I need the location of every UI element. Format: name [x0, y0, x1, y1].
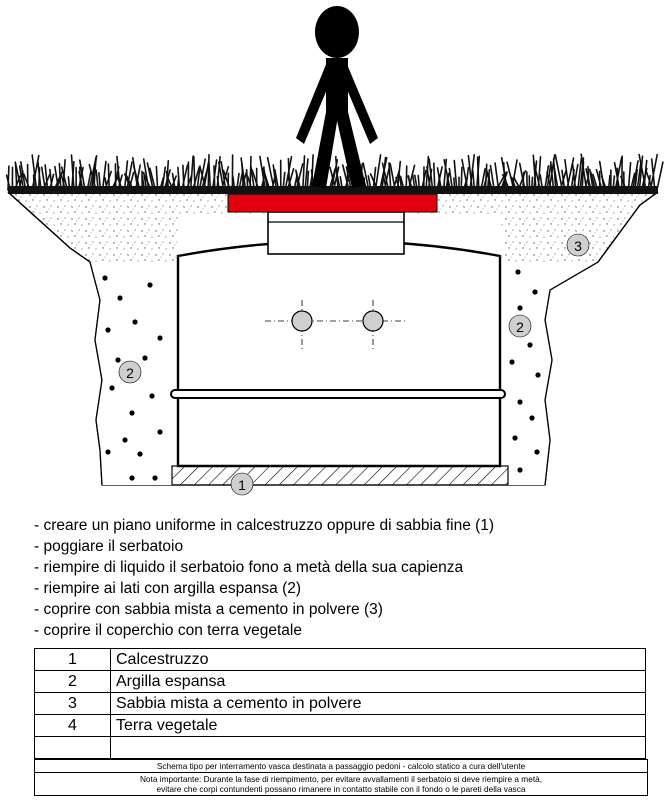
legend-label: Terra vegetale [110, 714, 646, 737]
callout-1: 1 [230, 472, 254, 496]
legend-number: 3 [34, 692, 111, 715]
legend-number: 2 [34, 670, 111, 693]
instruction-item: - coprire il coperchio con terra vegetal… [34, 622, 302, 639]
installation-instructions: - creare un piano uniforme in calcestruz… [34, 515, 654, 641]
instruction-item: - riempire ai lati con argilla espansa (… [34, 580, 302, 597]
tank-rib [170, 389, 506, 399]
legend-number: 4 [34, 714, 111, 737]
important-note-line-2: evitare che corpi contundenti possano ri… [156, 784, 526, 794]
grass-blade [302, 155, 306, 191]
expanded-clay-dots [102, 269, 541, 481]
legend-label: Calcestruzzo [110, 648, 646, 671]
grass-layer [5, 153, 664, 191]
svg-text:1: 1 [238, 477, 246, 493]
legend-row [34, 736, 646, 759]
svg-text:2: 2 [126, 365, 134, 381]
grass-blade [627, 161, 632, 191]
legend-row: 4 Terra vegetale [34, 714, 646, 737]
svg-text:2: 2 [516, 319, 524, 335]
grass-blade [494, 162, 500, 191]
important-note: Nota importante: Durante la fase di riem… [35, 772, 647, 795]
grass-blade [189, 155, 194, 191]
legend-label: Argilla espansa [110, 670, 646, 693]
important-note-line-1: Nota importante: Durante la fase di riem… [139, 774, 543, 784]
concrete-base [171, 465, 509, 486]
grass-blade [656, 161, 664, 191]
callout-2-left: 2 [118, 360, 142, 384]
legend-row: 2 Argilla espansa [34, 670, 646, 693]
backfill-right [505, 262, 598, 485]
svg-text:3: 3 [574, 238, 582, 254]
legend-label [110, 736, 646, 759]
grass-blade [433, 162, 436, 191]
legend-number [34, 736, 111, 759]
legend-row: 1 Calcestruzzo [34, 648, 646, 671]
tank-neck [267, 211, 405, 255]
person-figure [296, 6, 378, 188]
grass-blade [101, 160, 107, 191]
tank-body [176, 239, 502, 468]
grass-base [8, 186, 658, 194]
sand-cement-layer [8, 192, 658, 262]
instruction-item: - poggiare il serbatoio [34, 538, 184, 555]
schema-note: Schema tipo per interramento vasca desti… [35, 759, 647, 772]
grass-blade [374, 154, 382, 191]
callout-2-right: 2 [508, 314, 532, 338]
legend-row: 3 Sabbia mista a cemento in polvere [34, 692, 646, 715]
grass-blade [208, 161, 212, 191]
instruction-item: - creare un piano uniforme in calcestruz… [34, 517, 495, 534]
tank-lid [227, 193, 438, 213]
pipe-connections [265, 300, 408, 350]
instruction-item: - coprire con sabbia mista a cemento in … [34, 601, 383, 618]
notes-box: Schema tipo per interramento vasca desti… [34, 759, 648, 796]
legend-table: 1 Calcestruzzo 2 Argilla espansa 3 Sabbi… [34, 648, 646, 759]
callout-3: 3 [566, 233, 590, 257]
installation-diagram: 1 2 2 3 [5, 6, 664, 496]
legend-label: Sabbia mista a cemento in polvere [110, 692, 646, 715]
grass-blade [650, 158, 656, 191]
instruction-item: - riempire di liquido il serbatoio fono … [34, 559, 464, 576]
legend-number: 1 [34, 648, 111, 671]
